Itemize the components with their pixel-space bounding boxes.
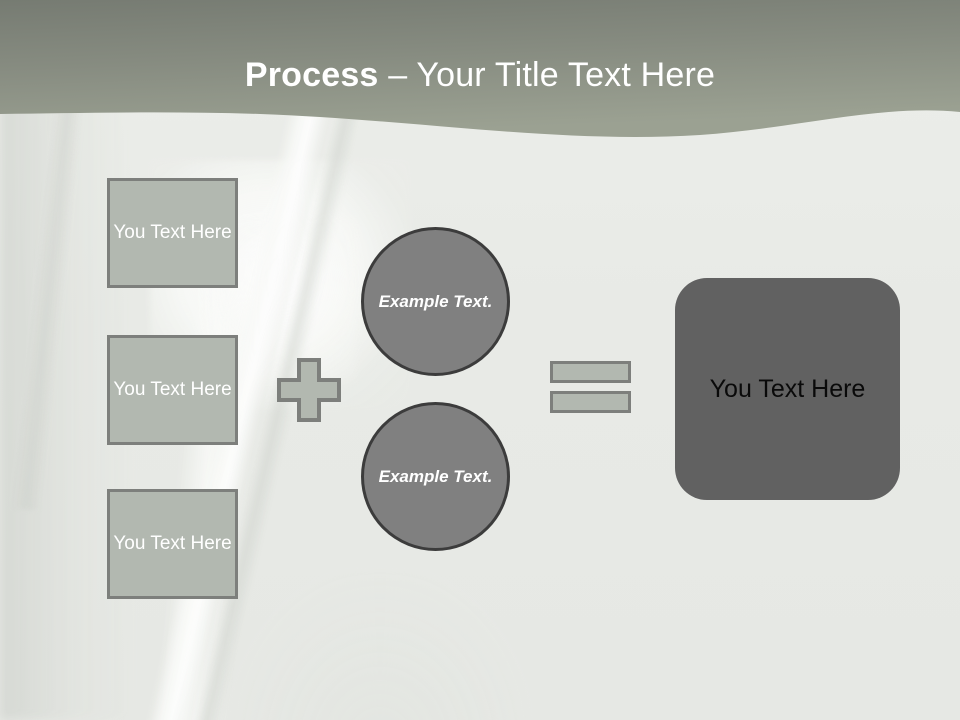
title-remainder: – Your Title Text Here <box>378 56 716 94</box>
input-box-3[interactable]: You Text Here <box>107 489 238 599</box>
result-box[interactable]: You Text Here <box>675 278 900 500</box>
example-circle-1-label: Example Text. <box>378 292 493 311</box>
input-box-2-label: You Text Here <box>113 379 232 400</box>
equals-icon <box>550 361 631 413</box>
photo-bottom-shadow <box>230 570 530 720</box>
equals-bar-bottom <box>550 391 631 413</box>
input-box-3-label: You Text Here <box>113 533 232 554</box>
example-circle-1[interactable]: Example Text. <box>361 227 510 376</box>
equals-bar-top <box>550 361 631 383</box>
example-circle-2[interactable]: Example Text. <box>361 402 510 551</box>
input-box-2[interactable]: You Text Here <box>107 335 238 445</box>
input-box-1[interactable]: You Text Here <box>107 178 238 288</box>
title-emphasis: Process <box>244 56 379 94</box>
result-box-label: You Text Here <box>709 374 866 403</box>
page-title: Process – Your Title Text Here <box>0 54 960 96</box>
header-band <box>0 0 960 160</box>
example-circle-2-label: Example Text. <box>378 467 493 486</box>
plus-icon <box>277 358 341 422</box>
input-box-1-label: You Text Here <box>113 222 232 243</box>
